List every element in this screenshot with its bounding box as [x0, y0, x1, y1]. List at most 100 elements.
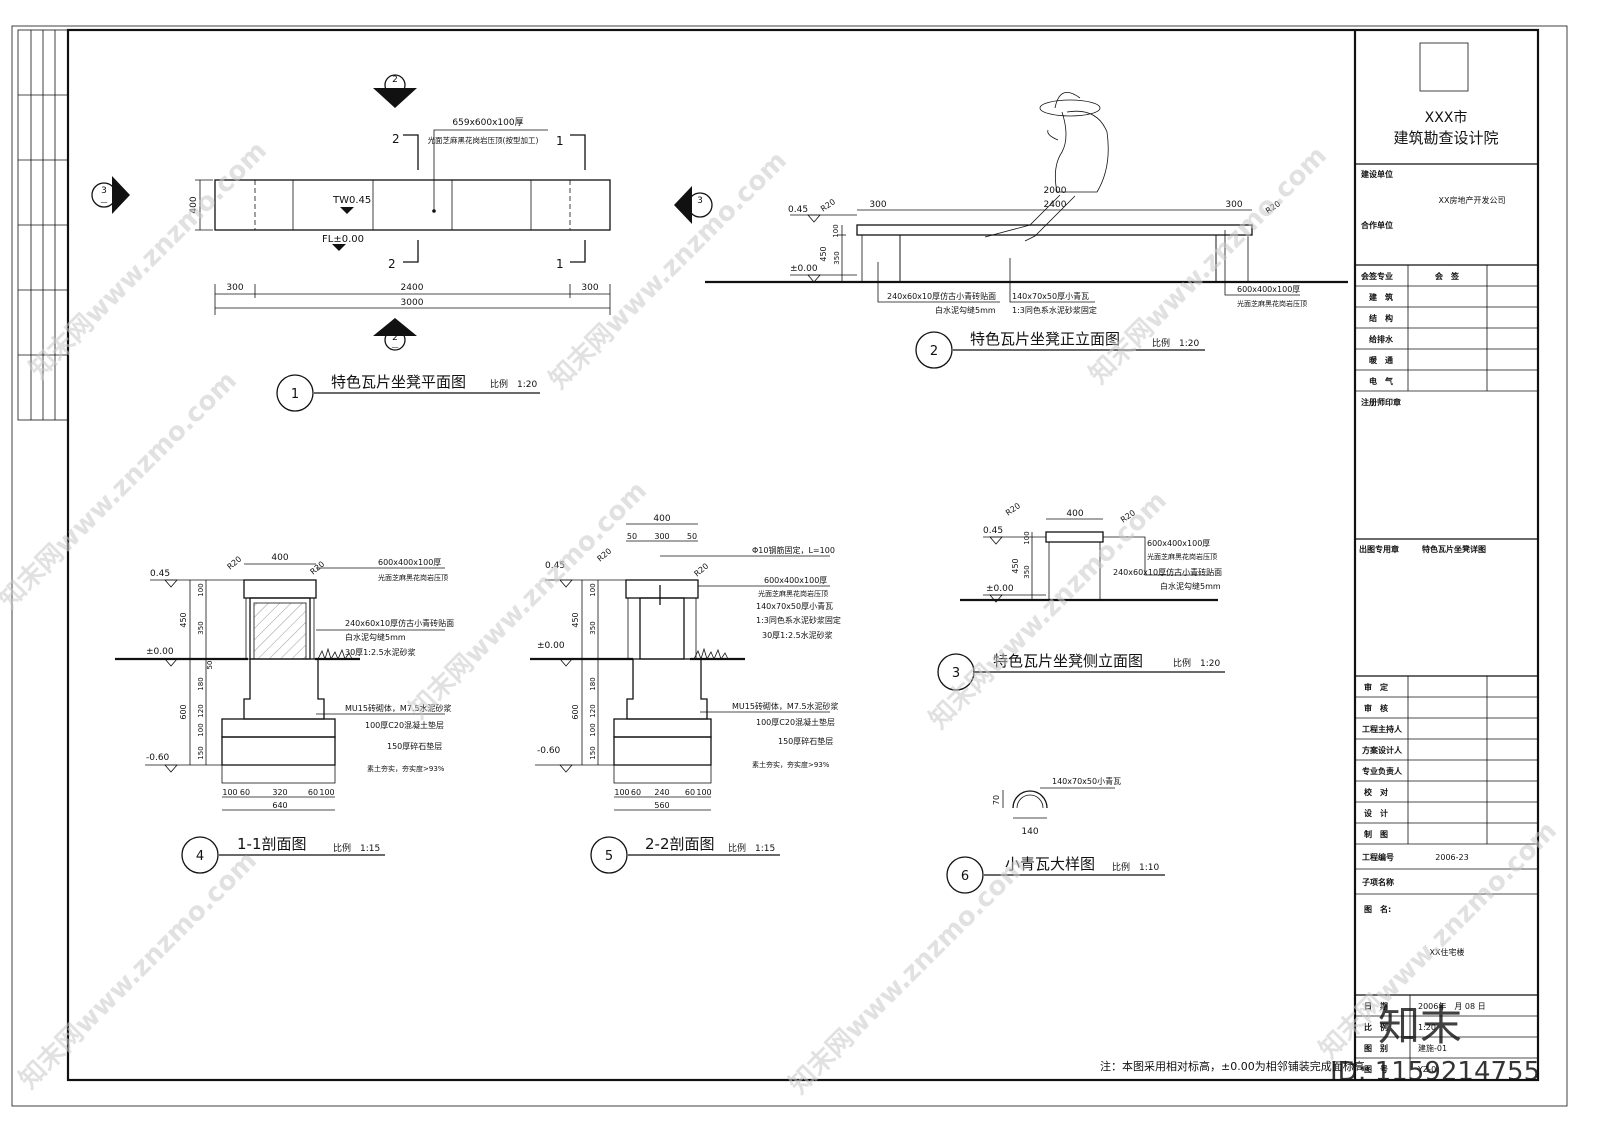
side-number: 3	[952, 666, 960, 681]
sheet-name: 特色瓦片坐凳详图	[1422, 544, 1486, 554]
side-scale: 比例 1:20	[1173, 657, 1220, 669]
scale-label: 比 例	[1364, 1022, 1388, 1032]
s11-d150: 150	[197, 746, 205, 759]
s22-b100b: 100	[696, 788, 711, 797]
category-label: 图 别	[1364, 1044, 1388, 1053]
general-note: 注：本图采用相对标高，±0.00为相邻铺装完成面标高。	[1100, 1059, 1376, 1073]
drawing-name-value: XX住宅楼	[1430, 947, 1465, 957]
s11-note-8: 150厚碎石垫层	[387, 741, 442, 751]
s22-d600: 600	[571, 704, 580, 719]
svg-text:2: 2	[392, 333, 398, 343]
s22-number: 5	[605, 849, 613, 864]
s11-d350: 350	[197, 621, 205, 634]
discipline-structure: 结 构	[1369, 313, 1393, 323]
s22-d300: 300	[654, 532, 669, 541]
s22-e060: -0.60	[537, 746, 561, 756]
issue-label: 出图专用章	[1359, 544, 1399, 554]
tile-d140: 140	[1021, 827, 1038, 837]
svg-text:2: 2	[392, 75, 398, 85]
s11-b100b: 100	[319, 788, 334, 797]
front-e000: ±0.00	[790, 264, 818, 274]
front-d450: 450	[819, 246, 828, 261]
category-value: 建施-01	[1418, 1043, 1447, 1053]
watermark-1: 知末网www.znzmo.com	[24, 136, 273, 385]
side-d400: 400	[1066, 509, 1083, 519]
s11-d180: 180	[197, 677, 205, 690]
front-scale: 比例 1:20	[1152, 337, 1199, 349]
s22-d350: 350	[589, 621, 597, 634]
tile-title: 小青瓦大样图	[1005, 855, 1095, 873]
side-title: 特色瓦片坐凳侧立面图	[993, 652, 1143, 670]
s11-d600: 600	[179, 704, 188, 719]
front-d2400: 2400	[1044, 200, 1067, 210]
project-no-label: 工程编号	[1362, 852, 1394, 862]
s11-note-7: 100厚C20混凝土垫层	[365, 720, 444, 730]
date-label: 日 期	[1364, 1001, 1388, 1011]
s22-d120: 120	[589, 704, 597, 717]
plan-dim-400: 400	[189, 196, 199, 213]
s22-d100b: 100	[589, 723, 597, 736]
plan-scale: 比例 1:20	[490, 378, 537, 390]
s11-b640: 640	[272, 801, 287, 810]
watermark-id: ID: 1159214755	[1330, 1057, 1540, 1087]
svg-text:3: 3	[101, 186, 107, 196]
plan-number: 1	[291, 387, 299, 402]
seated-figure	[984, 91, 1109, 242]
section-symbol-2-bottom: 2 —	[373, 318, 417, 351]
cut-1-bottom: 1	[556, 257, 564, 271]
watermark-logo: 知末	[1378, 1001, 1462, 1050]
plan-dim-3000: 3000	[401, 298, 424, 308]
plan-tw: TW0.45	[332, 195, 371, 206]
front-number: 2	[930, 344, 938, 359]
s11-d100: 100	[197, 583, 205, 596]
sign-header-left: 会签专业	[1361, 271, 1393, 281]
front-r20-left: R20	[819, 197, 837, 213]
s22-d50b: 50	[687, 532, 697, 541]
svg-text:3: 3	[697, 196, 703, 206]
s11-b60: 60	[240, 788, 250, 797]
side-e000: ±0.00	[986, 584, 1014, 594]
approval-4: 方案设计人	[1362, 745, 1403, 755]
s11-note-5: 30厚1:2.5水泥砂浆	[345, 647, 416, 657]
front-d350: 350	[833, 251, 841, 264]
stamp-label: 注册师印章	[1361, 397, 1401, 407]
s22-d150: 150	[589, 746, 597, 759]
tile-scale: 比例 1:10	[1112, 861, 1159, 873]
s22-d180: 180	[589, 677, 597, 690]
title-block: XXX市 建筑勘查设计院 建设单位 XX房地产开发公司 合作单位 会签专业 会 …	[1353, 30, 1538, 1080]
side-note-2: 光面芝麻黑花岗岩压顶	[1147, 552, 1217, 561]
cut-2-top: 2	[392, 132, 400, 146]
s22-note-5: 1:3同色系水泥砂浆固定	[756, 615, 841, 625]
section-symbol-3-front: 3	[674, 186, 713, 224]
watermark-8: 知末网www.znzmo.com	[784, 851, 1033, 1100]
s11-d400: 400	[271, 553, 288, 563]
front-note-5: 600x400x100厚	[1237, 285, 1300, 294]
s11-number: 4	[196, 849, 204, 864]
watermark-5: 知末网www.znzmo.com	[404, 476, 653, 725]
front-note-1: 240x60x10厚仿古小青砖贴面	[887, 291, 996, 301]
s22-note-4: 140x70x50厚小青瓦	[756, 601, 833, 611]
s22-e000: ±0.00	[537, 641, 565, 651]
s22-e045: 0.45	[545, 561, 565, 571]
discipline-hvac: 暖 通	[1369, 355, 1393, 365]
front-d300a: 300	[869, 200, 886, 210]
plan-dim-300b: 300	[581, 283, 598, 293]
s22-note-3: 光面芝麻黑花岗岩压顶	[758, 589, 828, 598]
approval-8: 制 图	[1364, 829, 1388, 839]
s22-title: 2-2剖面图	[645, 835, 715, 853]
s22-note-9: 150厚碎石垫层	[778, 736, 833, 746]
s11-d50: 50	[206, 661, 214, 670]
s11-d450: 450	[179, 612, 188, 627]
project-no-value: 2006-23	[1435, 853, 1468, 862]
s22-b60: 60	[631, 788, 641, 797]
tile-d70: 70	[992, 795, 1001, 805]
side-d450: 450	[1011, 558, 1020, 573]
plan-top-label: 659x600x100厚	[452, 117, 523, 128]
logo-box	[1419, 42, 1469, 92]
tile-detail-view: 140x70x50小青瓦 70 140 6 小青瓦大样图 比例 1:10	[946, 776, 1165, 894]
s11-e060: -0.60	[146, 753, 170, 763]
s11-b320: 320	[272, 788, 287, 797]
s22-b60b: 60	[685, 788, 695, 797]
side-note-4: 白水泥勾缝5mm	[1160, 581, 1221, 591]
sign-header-right: 会 签	[1435, 271, 1460, 281]
